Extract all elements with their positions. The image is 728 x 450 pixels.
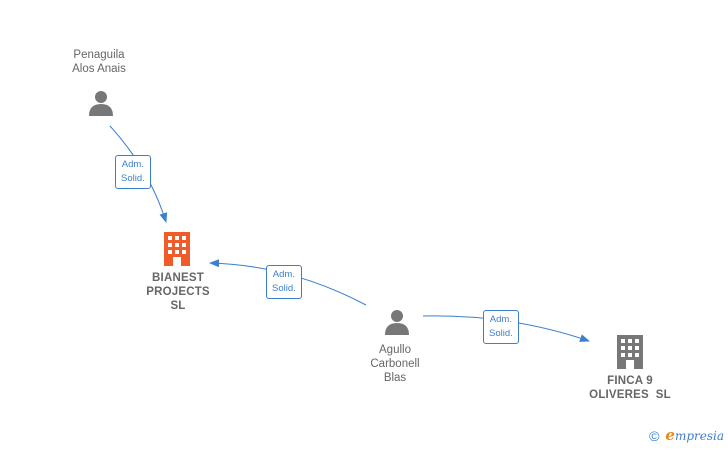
node-label-line: Blas — [383, 372, 407, 384]
node-label-line: BIANEST — [152, 272, 204, 284]
building-icon[interactable] — [616, 335, 644, 369]
node-label-line: Agullo — [379, 344, 411, 356]
node-label-line: OLIVERES SL — [589, 389, 671, 401]
node-label-agullo[interactable]: Agullo Carbonell Blas — [345, 343, 445, 385]
node-label-line: Penaguila — [73, 49, 125, 61]
brand-watermark: © empresia — [649, 426, 724, 444]
node-label-penaguila[interactable]: Penaguila Alos Anais — [49, 48, 149, 76]
person-icon[interactable] — [87, 89, 115, 117]
node-label-line: Alos Anais — [72, 63, 126, 75]
edge-label-agullo-bianest[interactable]: Adm. Solid. — [266, 265, 302, 299]
person-icon[interactable] — [383, 308, 411, 336]
edge-label-agullo-finca[interactable]: Adm. Solid. — [483, 310, 519, 344]
edge-label-line: Solid. — [121, 173, 145, 184]
node-label-line: FINCA 9 — [607, 375, 653, 387]
node-label-line: Carbonell — [370, 358, 420, 370]
edge-label-line: Adm. — [272, 269, 295, 280]
building-icon[interactable] — [163, 232, 191, 266]
edge-label-line: Adm. — [489, 314, 512, 325]
edge-label-line: Adm. — [121, 159, 144, 170]
node-label-line: SL — [170, 300, 186, 312]
brand-logo-e: e — [665, 426, 675, 444]
edge-label-line: Solid. — [272, 283, 296, 294]
node-label-line: PROJECTS — [146, 286, 210, 298]
edge-label-penaguila-bianest[interactable]: Adm. Solid. — [115, 155, 151, 189]
brand-logo-text: mpresia — [674, 429, 724, 443]
node-label-bianest[interactable]: BIANEST PROJECTS SL — [128, 271, 228, 313]
copyright-icon: © — [649, 428, 660, 444]
edge-label-line: Solid. — [489, 328, 513, 339]
node-label-finca[interactable]: FINCA 9 OLIVERES SL — [578, 374, 682, 402]
